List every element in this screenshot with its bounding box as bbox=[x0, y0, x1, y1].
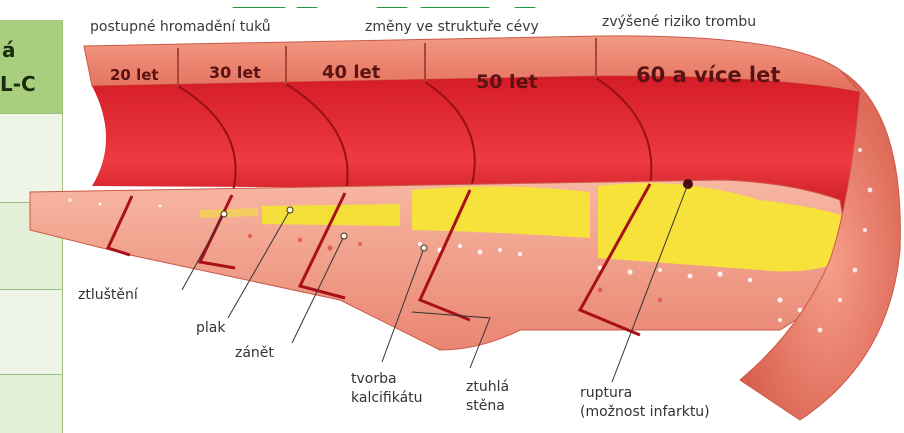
label-plaque: plak bbox=[196, 319, 225, 337]
label-stiff-wall-1: ztuhlá bbox=[466, 378, 509, 396]
label-fat-accumulation: postupné hromadění tuků bbox=[90, 18, 271, 36]
age-label: 20 let bbox=[110, 66, 159, 84]
label-vessel-structure-change: změny ve struktuře cévy bbox=[365, 18, 539, 36]
label-rupture-1: ruptura bbox=[580, 384, 632, 402]
label-rupture-2: (možnost infarktu) bbox=[580, 403, 710, 421]
age-label: 30 let bbox=[209, 63, 261, 82]
label-thrombus-risk: zvýšené riziko trombu bbox=[602, 13, 756, 31]
age-label: 60 a více let bbox=[636, 63, 780, 87]
label-thickening: ztluštění bbox=[78, 286, 138, 304]
age-label: 40 let bbox=[322, 62, 381, 83]
label-inflammation: zánět bbox=[235, 344, 274, 362]
age-label: 50 let bbox=[476, 71, 538, 93]
label-stiff-wall-2: stěna bbox=[466, 397, 505, 415]
label-calcification-1: tvorba bbox=[351, 370, 397, 388]
label-calcification-2: kalcifikátu bbox=[351, 389, 423, 407]
